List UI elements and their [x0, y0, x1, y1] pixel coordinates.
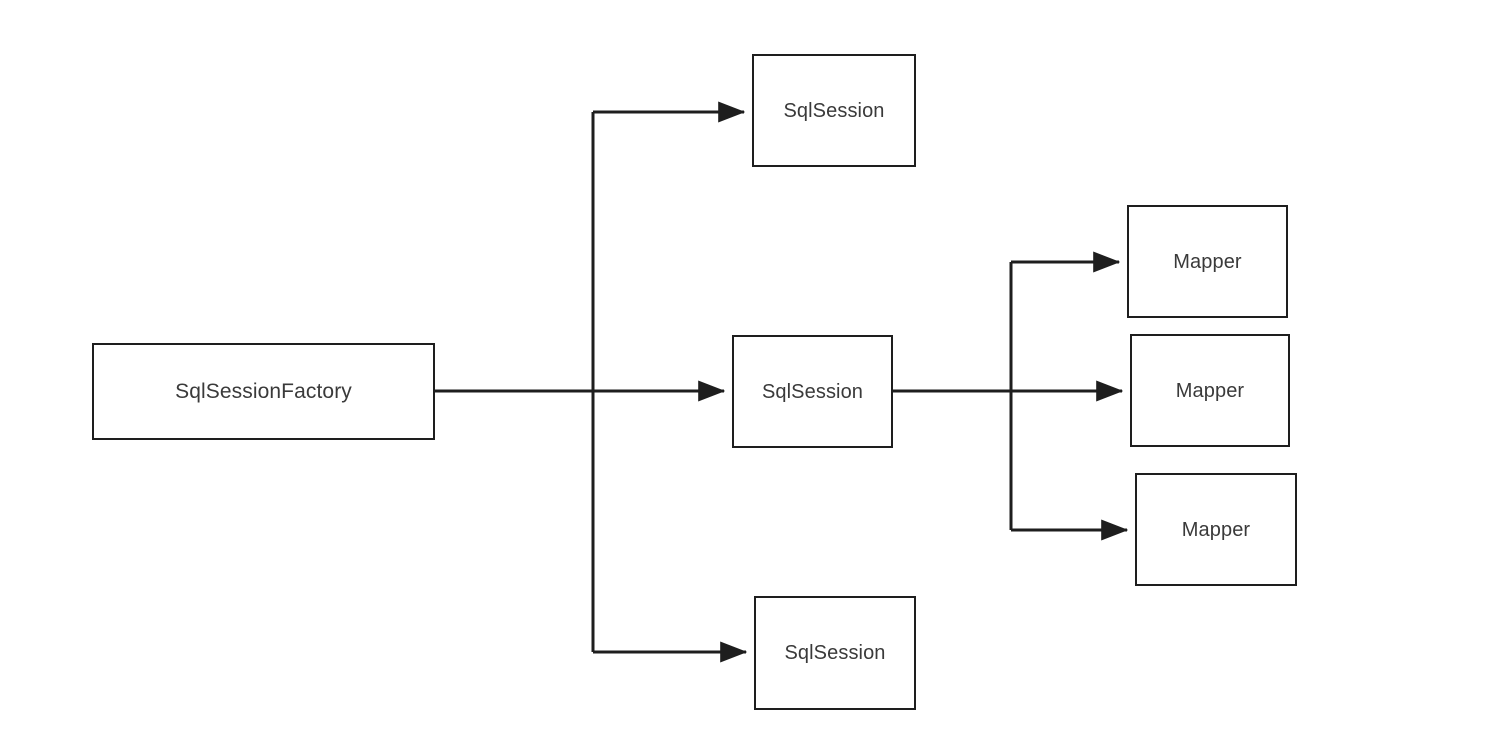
node-sql-session-factory[interactable]: SqlSessionFactory — [92, 343, 435, 440]
node-label-sql-session-top: SqlSession — [783, 99, 885, 122]
node-sql-session-bottom[interactable]: SqlSession — [754, 596, 916, 710]
node-label-mapper-top: Mapper — [1173, 250, 1242, 273]
node-label-sql-session-factory: SqlSessionFactory — [175, 380, 352, 403]
node-label-sql-session-bottom: SqlSession — [784, 642, 886, 664]
node-mapper-middle[interactable]: Mapper — [1130, 334, 1290, 447]
node-sql-session-middle[interactable]: SqlSession — [732, 335, 893, 448]
node-label-sql-session-middle: SqlSession — [761, 380, 864, 403]
node-sql-session-top[interactable]: SqlSession — [752, 54, 916, 167]
node-mapper-bottom[interactable]: Mapper — [1135, 473, 1297, 586]
node-mapper-top[interactable]: Mapper — [1127, 205, 1288, 318]
node-label-mapper-middle: Mapper — [1175, 379, 1245, 402]
node-label-mapper-bottom: Mapper — [1181, 518, 1251, 541]
